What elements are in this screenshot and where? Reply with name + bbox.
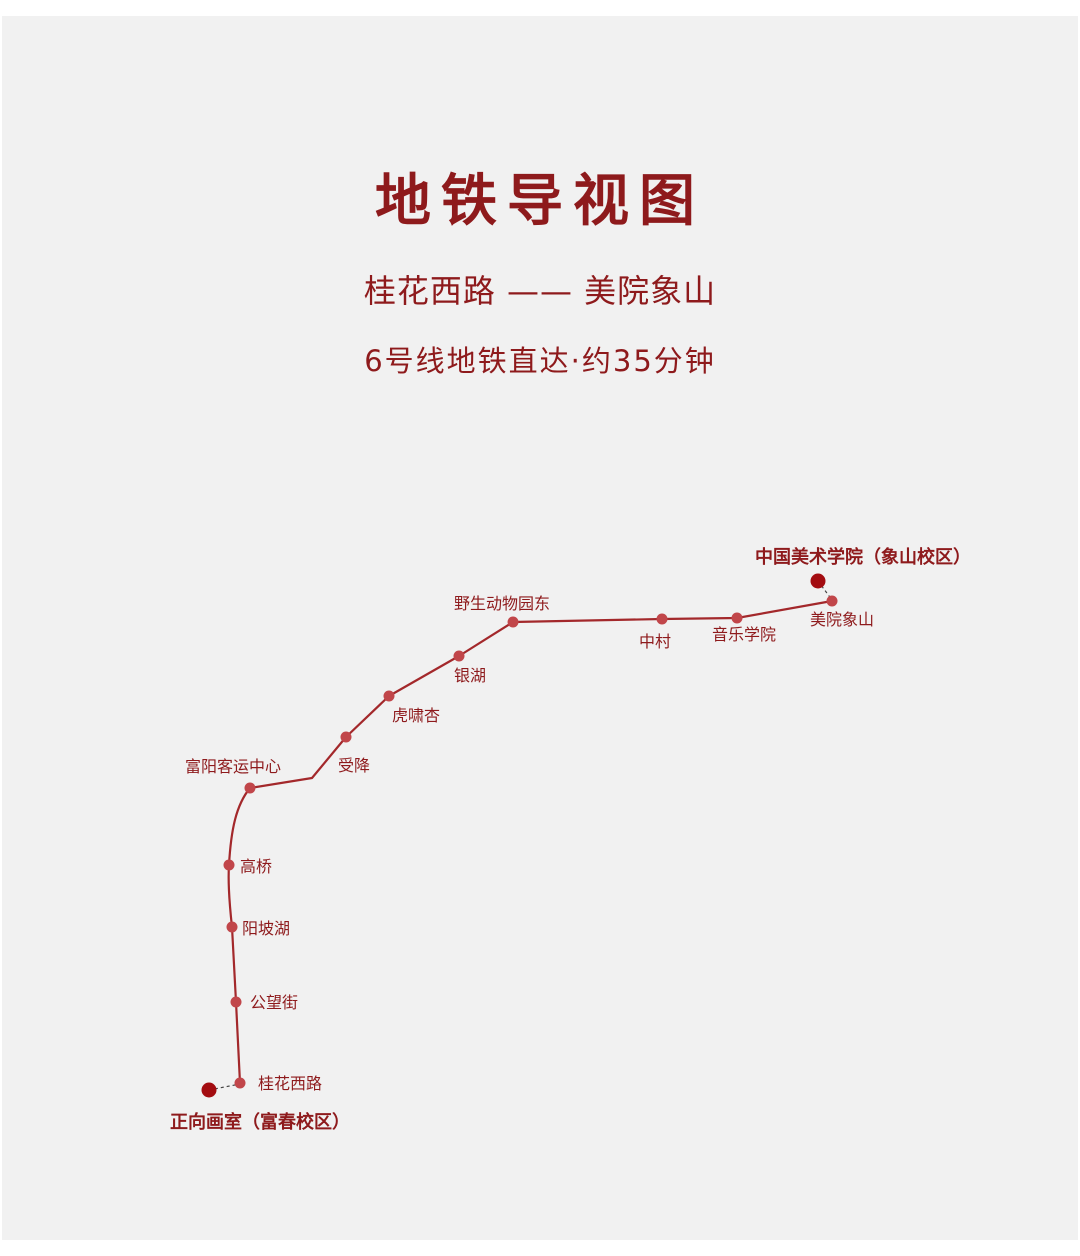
destination-marker[interactable] bbox=[810, 573, 826, 589]
station-label-guihuaxilu: 桂花西路 bbox=[258, 1074, 322, 1093]
station-dot-huxiaoxing[interactable] bbox=[383, 690, 395, 702]
station-label-zhongcun: 中村 bbox=[639, 632, 671, 651]
station-dot-wildlife-east[interactable] bbox=[507, 616, 519, 628]
station-label-gongwangjie: 公望街 bbox=[250, 993, 298, 1012]
station-label-huxiaoxing: 虎啸杏 bbox=[392, 706, 440, 725]
origin-connector bbox=[208, 1083, 241, 1091]
destination-label: 中国美术学院（象山校区） bbox=[755, 546, 971, 568]
station-label-shouxiang: 受降 bbox=[338, 756, 370, 775]
station-label-yinhu: 银湖 bbox=[454, 666, 486, 685]
station-label-wildlife-east: 野生动物园东 bbox=[454, 594, 550, 613]
station-dot-yinhu[interactable] bbox=[453, 650, 465, 662]
station-label-fuyang-keyun: 富阳客运中心 bbox=[185, 757, 281, 776]
metro-line-path bbox=[227, 599, 834, 1085]
station-dot-zhongcun[interactable] bbox=[656, 613, 668, 625]
station-dot-gongwangjie[interactable] bbox=[230, 996, 242, 1008]
station-label-gaoqiao: 高桥 bbox=[240, 857, 272, 876]
station-dot-meiyuan-xiangshan[interactable] bbox=[826, 595, 838, 607]
map-card: 地铁导视图 桂花西路 —— 美院象山 6号线地铁直达·约35分钟 bbox=[2, 16, 1078, 1240]
station-label-music-academy: 音乐学院 bbox=[712, 625, 776, 644]
station-dot-shouxiang[interactable] bbox=[340, 731, 352, 743]
station-label-meiyuan-xiangshan: 美院象山 bbox=[810, 610, 874, 629]
origin-label: 正向画室（富春校区） bbox=[170, 1111, 350, 1133]
route-heading: 桂花西路 —— 美院象山 bbox=[363, 272, 717, 310]
station-label-yangpohu: 阳坡湖 bbox=[242, 919, 290, 938]
route-subtitle: 6号线地铁直达·约35分钟 bbox=[364, 344, 716, 378]
station-dot-yangpohu[interactable] bbox=[226, 921, 238, 933]
station-dot-gaoqiao[interactable] bbox=[223, 859, 235, 871]
station-dot-guihuaxilu[interactable] bbox=[234, 1077, 246, 1089]
page-title: 地铁导视图 bbox=[375, 169, 705, 234]
origin-marker[interactable] bbox=[201, 1082, 217, 1098]
station-dot-music-academy[interactable] bbox=[731, 612, 743, 624]
station-dot-fuyang-keyun[interactable] bbox=[244, 782, 256, 794]
